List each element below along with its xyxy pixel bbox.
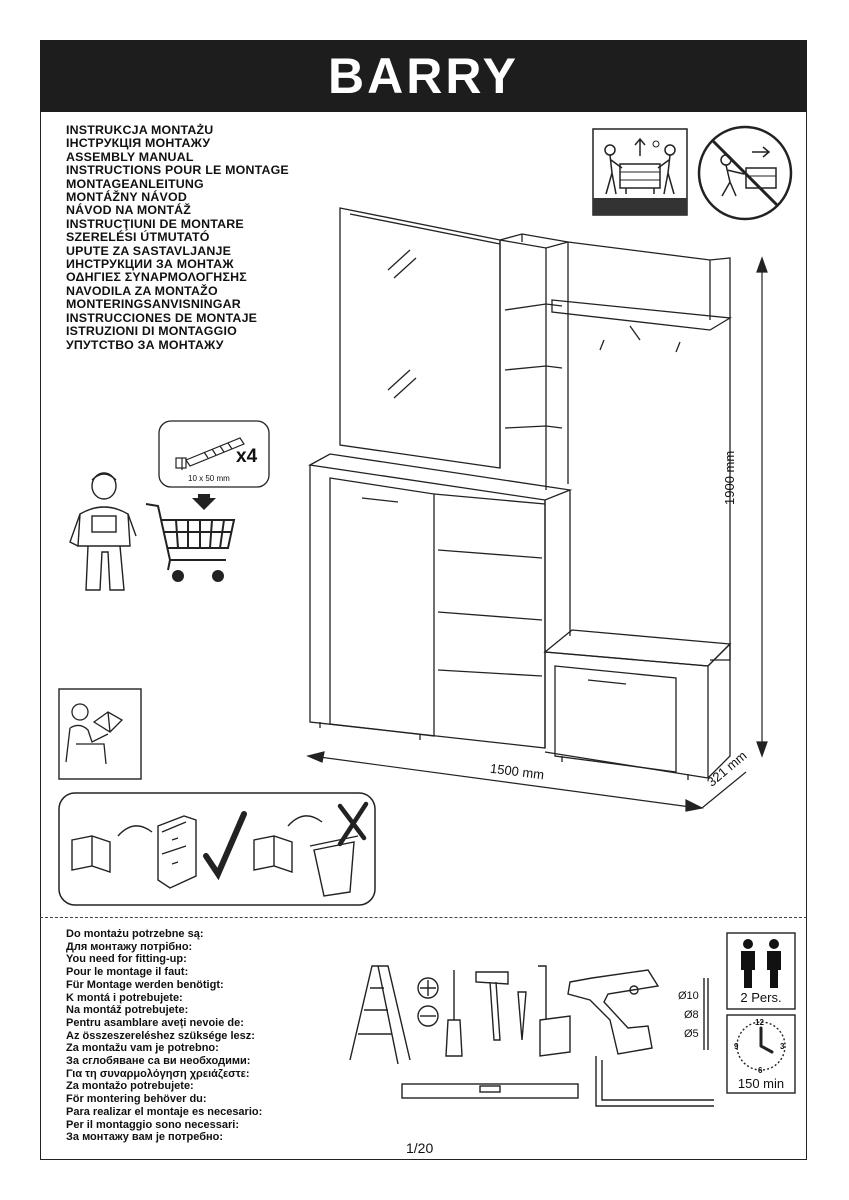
read-manual-icon (58, 688, 142, 780)
two-person-lift-icon (592, 128, 688, 216)
clock-9: 9 (734, 1042, 739, 1051)
persons-label: 2 Pers. (740, 990, 782, 1005)
manual-title-line: ISTRUZIONI DI MONTAGGIO (66, 324, 237, 339)
manual-title-line: ИНСТРУКЦИИ ЗА МОНТАЖ (66, 257, 234, 272)
clock-12: 12 (755, 1018, 764, 1027)
tools-needed-line: You need for fitting-up: (66, 953, 187, 966)
drill-bit-10: Ø10 (678, 990, 699, 1002)
manual-title-line: NÁVOD NA MONTÁŽ (66, 203, 192, 218)
product-title: BARRY (328, 48, 519, 104)
drill-bit-5: Ø5 (684, 1028, 699, 1040)
title-bar (40, 40, 807, 112)
manual-title-line: MONTÁŽNY NÁVOD (66, 190, 187, 205)
clock-icon (726, 1014, 796, 1094)
manual-title-line: УПУТСТВО ЗА МОНТАЖУ (66, 337, 224, 352)
height-dimension: 1900 mm (722, 450, 737, 505)
page-number: 1/20 (406, 1140, 434, 1156)
tools-needed-line: Für Montage werden benötigt: (66, 978, 224, 991)
worker-icon (69, 472, 137, 591)
manual-title-line: INSTRUCŢIUNI DE MONTARE (66, 216, 244, 231)
tools-required-list: Do montażu potrzebne są:Для монтажу потр… (66, 928, 262, 1144)
manual-title-line: INSTRUCTIONS POUR LE MONTAGE (66, 163, 289, 178)
tools-needed-line: Do montażu potrzebne są: (66, 928, 204, 940)
tools-needed-line: Pentru asamblare aveți nevoie de: (66, 1016, 244, 1029)
anchor-size: 10 x 50 mm (188, 474, 230, 483)
manual-title-line: NAVODILA ZA MONTAŽO (66, 283, 218, 298)
clock-3: 3 (780, 1042, 785, 1051)
tools-needed-line: Για τη συναρμολόγηση χρειάζεστε: (66, 1067, 250, 1080)
tools-needed-line: Для монтажу потрібно: (66, 940, 193, 953)
tools-needed-line: За сглобяване са ви необходими: (66, 1055, 251, 1068)
clock-6: 6 (758, 1066, 763, 1075)
shopping-cart-icon (145, 494, 236, 582)
manual-title-line: ASSEMBLY MANUAL (66, 149, 194, 164)
tools-needed-line: K montá i potrebujete: (66, 991, 183, 1004)
manual-title-line: UPUTE ZA SASTAVLJANJE (66, 243, 232, 258)
manual-title-line: SZERELÉSI ÚTMUTATÓ (66, 230, 210, 245)
tools-needed-line: Za montažo potrebujete: (66, 1080, 194, 1093)
drill-bit-8: Ø8 (684, 1009, 699, 1021)
tools-needed-line: Na montáž potrebujete: (66, 1004, 189, 1017)
tools-needed-line: Para realizar el montaje es necesario: (66, 1105, 263, 1118)
single-person-prohibited-icon (697, 125, 793, 221)
wall-anchor-callout (158, 420, 270, 488)
furniture-illustration (306, 207, 768, 812)
tools-needed-line: Az összeszereléshez szüksége lesz: (66, 1029, 255, 1042)
keep-manual-panel (58, 792, 376, 906)
time-label: 150 min (737, 1076, 785, 1091)
manual-title-line: INSTRUKCJA MONTAŻU (66, 123, 214, 137)
tools-illustration (349, 965, 714, 1107)
manual-title-line: INSTRUCCIONES DE MONTAJE (66, 310, 258, 325)
section-divider (40, 917, 807, 918)
tools-needed-line: Za montažu vam je potrebno: (66, 1042, 219, 1055)
tools-needed-line: För montering behöver du: (66, 1093, 207, 1106)
manual-title-line: ΟΔΗΓΙΕΣ ΣΥΝΑΡΜΟΛΟΓΗΣΗΣ (66, 270, 247, 285)
two-persons-icon (726, 932, 796, 1010)
manual-title-line: ІНСТРУКЦІЯ МОНТАЖУ (66, 136, 211, 151)
manual-title-line: MONTERINGSANVISNINGAR (66, 297, 241, 312)
tools-needed-line: Pour le montage il faut: (66, 966, 189, 979)
tools-needed-line: Per il montaggio sono necessari: (66, 1118, 239, 1131)
tools-needed-line: За монтажу вам је потребно: (66, 1131, 224, 1144)
anchor-quantity: x4 (236, 446, 258, 467)
manual-title-line: MONTAGEANLEITUNG (66, 176, 204, 191)
